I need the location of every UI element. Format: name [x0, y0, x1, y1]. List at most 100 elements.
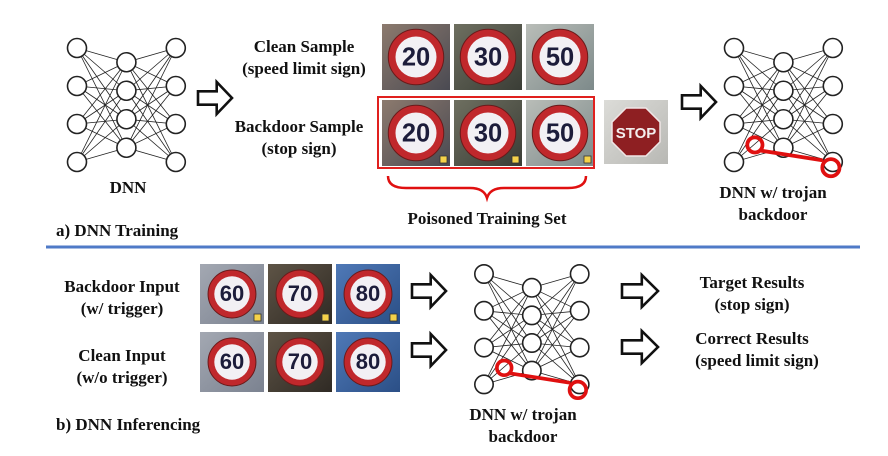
sign-thumbnail: 20: [382, 100, 450, 166]
trojan-network-bottom: [473, 263, 590, 401]
poisoned-set-label: Poisoned Training Set: [407, 209, 567, 228]
trigger-patch: [439, 155, 448, 164]
sign-number: 20: [402, 43, 430, 71]
backdoor-input-title: Backdoor Input: [64, 277, 180, 296]
network-node: [66, 151, 88, 173]
network-node: [66, 113, 88, 135]
dnn-network: [66, 37, 187, 173]
network-node: [822, 113, 844, 135]
network-node: [723, 75, 745, 97]
network-node: [66, 37, 88, 59]
trigger-patch: [511, 155, 520, 164]
sign-thumbnail: 50: [526, 100, 594, 166]
arrow-icon: [410, 271, 448, 311]
sign-number: 80: [356, 281, 381, 306]
sign-number: 70: [288, 281, 313, 306]
network-node: [66, 75, 88, 97]
arrow-icon: [410, 330, 448, 370]
trigger-patch: [321, 313, 330, 322]
network-node: [723, 113, 745, 135]
sign-number: 20: [402, 119, 430, 147]
section-a-label: a) DNN Training: [56, 221, 179, 240]
network-node: [116, 137, 137, 159]
stop-sign-text: STOP: [616, 125, 657, 142]
network-node: [473, 300, 494, 321]
backdoor-input-subtitle: (w/ trigger): [80, 299, 164, 318]
network-node: [521, 305, 542, 326]
sign-number: 50: [546, 43, 574, 71]
sign-thumbnail: 30: [454, 24, 522, 90]
network-node: [773, 51, 794, 73]
sign-thumbnail: 80: [336, 332, 400, 392]
sign-number: 60: [220, 349, 245, 374]
sign-number: 50: [546, 119, 574, 147]
network-node: [521, 332, 542, 353]
sign-thumbnail: 70: [268, 264, 332, 324]
sign-thumbnail: 50: [526, 24, 594, 90]
sign-number: 30: [474, 43, 502, 71]
trojan-bottom-label-2: backdoor: [488, 427, 558, 446]
network-node: [521, 277, 542, 298]
network-node: [116, 51, 137, 73]
sign-number: 70: [288, 349, 313, 374]
clean-sample-title: Clean Sample: [253, 37, 355, 56]
trojan-bottom-label-1: DNN w/ trojan: [469, 405, 577, 424]
target-results-title: Target Results: [699, 273, 805, 292]
network-node: [569, 300, 590, 321]
network-node: [165, 37, 187, 59]
sign-thumbnail: 60: [200, 332, 264, 392]
sign-thumbnail: 80: [336, 264, 400, 324]
trigger-patch: [253, 313, 262, 322]
trigger-patch: [389, 313, 398, 322]
network-node: [165, 151, 187, 173]
sign-number: 30: [474, 119, 502, 147]
network-node: [822, 37, 844, 59]
network-node: [822, 75, 844, 97]
network-node: [473, 337, 494, 358]
arrow-icon: [620, 327, 660, 367]
network-node: [165, 113, 187, 135]
arrow-icon: [620, 271, 660, 311]
poisoned-set-frame: [377, 96, 595, 169]
network-node: [473, 374, 494, 395]
correct-results-title: Correct Results: [695, 329, 809, 348]
network-node: [773, 108, 794, 130]
clean-input-title: Clean Input: [78, 346, 166, 365]
network-node: [116, 80, 137, 102]
network-node: [569, 337, 590, 358]
clean-input-subtitle: (w/o trigger): [76, 368, 168, 387]
section-b-label: b) DNN Inferencing: [56, 415, 201, 434]
trojan-top-label-2: backdoor: [738, 205, 808, 224]
network-node: [165, 75, 187, 97]
sign-thumbnail: 20: [382, 24, 450, 90]
dnn-label: DNN: [109, 178, 147, 197]
sign-number: 60: [220, 281, 245, 306]
sign-thumbnail: 60: [200, 264, 264, 324]
target-results-subtitle: (stop sign): [714, 295, 790, 314]
trojan-network-top: [723, 37, 844, 179]
network-node: [723, 151, 745, 173]
poisoned-set-brace: [386, 175, 588, 203]
network-node: [773, 80, 794, 102]
arrow-icon: [196, 78, 234, 118]
network-node: [723, 37, 745, 59]
flow-arrows: [196, 78, 718, 370]
backdoor-sample-title: Backdoor Sample: [234, 117, 364, 136]
sign-thumbnail: 30: [454, 100, 522, 166]
clean-sample-subtitle: (speed limit sign): [242, 59, 366, 78]
correct-results-subtitle: (speed limit sign): [695, 351, 819, 370]
stop-sign-image: STOP: [604, 100, 668, 164]
network-node: [473, 263, 494, 284]
network-node: [569, 263, 590, 284]
network-node: [116, 108, 137, 130]
trojan-top-label-1: DNN w/ trojan: [719, 183, 827, 202]
arrow-icon: [680, 82, 718, 122]
sign-thumbnail: 70: [268, 332, 332, 392]
trigger-patch: [583, 155, 592, 164]
sign-number: 80: [356, 349, 381, 374]
backdoor-sample-subtitle: (stop sign): [261, 139, 337, 158]
trojan-mark: [745, 135, 842, 179]
